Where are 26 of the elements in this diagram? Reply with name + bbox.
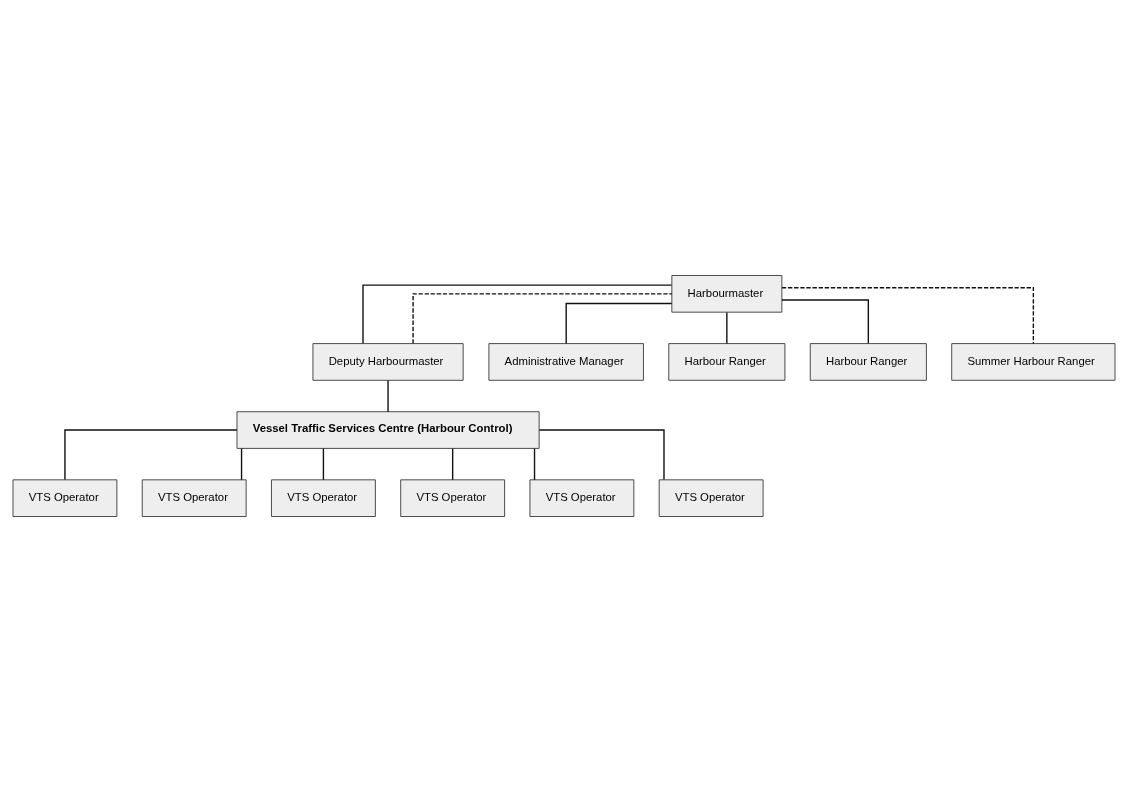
connector	[538, 428, 665, 480]
node-box: VTS Operator	[271, 478, 376, 517]
connector	[533, 447, 536, 480]
node-box: Vessel Traffic Services Centre (Harbour Control)	[236, 410, 540, 449]
node-box: VTS Operator	[658, 478, 764, 517]
node-box: Administrative Manager	[488, 342, 644, 381]
node-box: Harbourmaster	[671, 274, 783, 313]
connector	[64, 428, 238, 480]
node-box: VTS Operator	[400, 478, 506, 517]
node-box: VTS Operator	[141, 478, 247, 517]
node-box: VTS Operator	[12, 478, 118, 517]
connector	[240, 447, 243, 480]
node-box: Harbour Ranger	[809, 342, 927, 381]
connector	[387, 379, 389, 412]
node-box: Summer Harbour Ranger	[951, 342, 1116, 381]
node-box: Harbour Ranger	[668, 342, 786, 381]
connector	[565, 302, 673, 344]
connector	[362, 283, 673, 344]
connector	[322, 447, 325, 480]
connector	[451, 447, 454, 480]
node-box: VTS Operator	[529, 478, 635, 517]
connector	[726, 311, 728, 344]
connector	[412, 292, 673, 344]
connector	[781, 298, 870, 344]
node-box: Deputy Harbourmaster	[312, 342, 464, 381]
connector	[781, 286, 1035, 344]
